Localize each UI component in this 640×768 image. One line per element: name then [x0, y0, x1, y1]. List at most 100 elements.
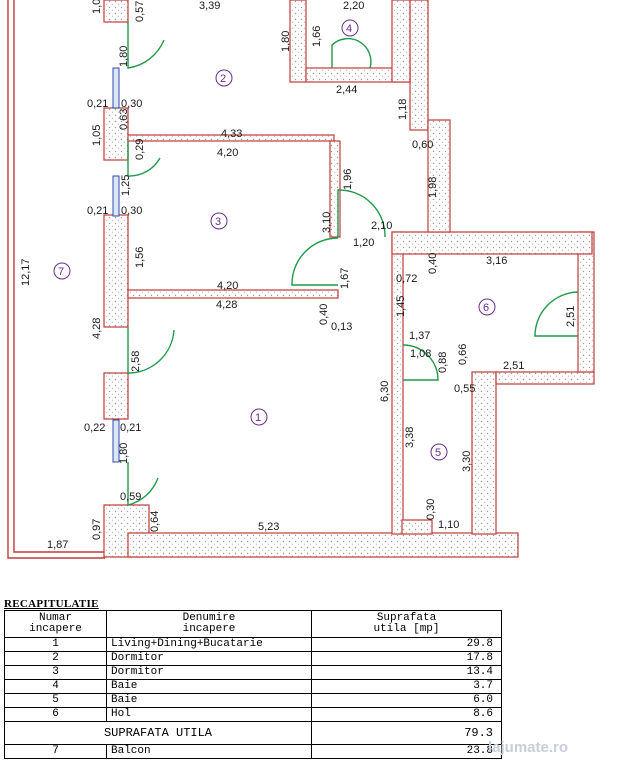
room-number: 1 [4, 637, 107, 652]
room-number: 4 [4, 679, 107, 694]
room-label-2: 2 [220, 73, 226, 85]
dimension-label: 4,28 [216, 299, 237, 311]
dimension-label: 1,45 [395, 296, 407, 317]
total-area: 79.3 [311, 721, 502, 745]
dimension-label: 1,25 [120, 175, 132, 196]
dimension-label: 1,56 [134, 247, 146, 268]
room-area: 29.8 [311, 637, 502, 652]
dimension-label: 1,80 [118, 443, 130, 464]
room-label-4: 4 [346, 23, 352, 35]
dimension-label: 1,80 [118, 46, 130, 67]
dimension-label: 0,29 [134, 139, 146, 160]
dimension-label: 0,30 [121, 205, 142, 217]
room-area: 23.8 [311, 744, 502, 759]
table-row: 3 Dormitor 13.4 [4, 665, 502, 680]
dimension-label: 1,87 [47, 539, 68, 551]
dimension-label: 0,21 [87, 98, 108, 110]
dimension-label: 0,57 [134, 1, 146, 22]
header-room-number: Numar incapere [4, 610, 107, 638]
dimension-label: 3,30 [461, 451, 473, 472]
dimension-label: 1,66 [311, 26, 323, 47]
room-number: 2 [4, 651, 107, 666]
room-name: Baie [106, 679, 312, 694]
dimension-label: 0,30 [121, 98, 142, 110]
dimension-label: 1,96 [342, 169, 354, 190]
dimension-label: 0,13 [331, 321, 352, 333]
dimension-label: 12,17 [20, 258, 32, 286]
room-number: 7 [4, 744, 107, 759]
dimension-label: 4,20 [217, 147, 238, 159]
dimension-label: 0,72 [396, 273, 417, 285]
room-name: Living+Dining+Bucatarie [106, 637, 312, 652]
dimension-label: 2,20 [343, 0, 364, 12]
recap-title: RECAPITULATIE [4, 598, 99, 610]
dimension-label: 0,66 [457, 344, 469, 365]
table-row: 2 Dormitor 17.8 [4, 651, 502, 666]
table-row: 1 Living+Dining+Bucatarie 29.8 [4, 637, 502, 652]
dimension-label: 1,80 [280, 31, 292, 52]
dimension-label: 5,23 [258, 521, 279, 533]
room-labels [53, 19, 496, 461]
dimension-label: 0,97 [91, 519, 103, 540]
table-row: 6 Hol 8.6 [4, 707, 502, 722]
room-number: 3 [4, 665, 107, 680]
dimension-label: 1,98 [427, 177, 439, 198]
dimension-label: 3,39 [199, 0, 220, 12]
dimension-label: 1,10 [438, 519, 459, 531]
recap-section: RECAPITULATIE Numar incapere Denumire in… [4, 598, 504, 759]
dimension-label: 3,16 [486, 255, 507, 267]
room-label-1: 1 [255, 412, 261, 424]
dimension-label: 0,55 [454, 383, 475, 395]
room-area: 3.7 [311, 679, 502, 694]
total-row: SUPRAFATA UTILA 79.3 [4, 721, 502, 745]
table-row: 7 Balcon 23.8 [4, 744, 502, 759]
dimension-label: 2,51 [503, 360, 524, 372]
room-label-7: 7 [58, 266, 64, 278]
dimension-label: 0,60 [412, 139, 433, 151]
dimension-label: 0,22 [84, 422, 105, 434]
dimension-label: 6,30 [379, 381, 391, 402]
room-label-3: 3 [215, 216, 221, 228]
room-label-5: 5 [435, 447, 441, 459]
doors [127, 22, 579, 506]
dimension-label: 1,08 [410, 348, 431, 360]
room-name: Balcon [106, 744, 312, 759]
dimension-label: 1,05 [91, 125, 103, 146]
room-area: 8.6 [311, 707, 502, 722]
dimension-label: 3,10 [321, 212, 333, 233]
floor-plan: 2 3 4 5 6 1 7 1,05 0,57 3,39 2,20 1,80 1… [7, 0, 595, 559]
header-room-area: Suprafata utila [mp] [311, 610, 502, 638]
recap-table: Numar incapere Denumire incapere Suprafa… [4, 610, 502, 759]
room-number: 6 [4, 707, 107, 722]
dimension-label: 0,40 [427, 253, 439, 274]
header-room-name: Denumire incapere [106, 610, 312, 638]
dimension-label: 0,63 [118, 109, 130, 130]
windows [112, 67, 120, 463]
dimension-label: 1,18 [397, 99, 409, 120]
dimension-label: 1,20 [353, 237, 374, 249]
table-row: 4 Baie 3.7 [4, 679, 502, 694]
dimension-label: 4,28 [91, 318, 103, 339]
dimension-label: 2,58 [130, 351, 142, 372]
room-name: Dormitor [106, 665, 312, 680]
room-number: 5 [4, 693, 107, 708]
dimension-label: 0,30 [425, 499, 437, 520]
room-name: Dormitor [106, 651, 312, 666]
total-label: SUPRAFATA UTILA [4, 721, 312, 745]
balcony-outline [7, 0, 105, 559]
dimension-label: 2,44 [336, 84, 357, 96]
dimension-label: 0,21 [87, 205, 108, 217]
room-area: 13.4 [311, 665, 502, 680]
dimension-label: 1,05 [91, 0, 103, 14]
walls [103, 0, 595, 558]
room-label-6: 6 [483, 302, 489, 314]
room-area: 6.0 [311, 693, 502, 708]
dimension-label: 0,64 [149, 511, 161, 532]
dimension-label: 0,40 [318, 304, 330, 325]
dimension-label: 1,67 [339, 268, 351, 289]
dimension-label: 4,33 [221, 128, 242, 140]
table-row: 5 Baie 6.0 [4, 693, 502, 708]
dimension-label: 1,37 [409, 330, 430, 342]
room-area: 17.8 [311, 651, 502, 666]
dimension-label: 3,38 [404, 427, 416, 448]
